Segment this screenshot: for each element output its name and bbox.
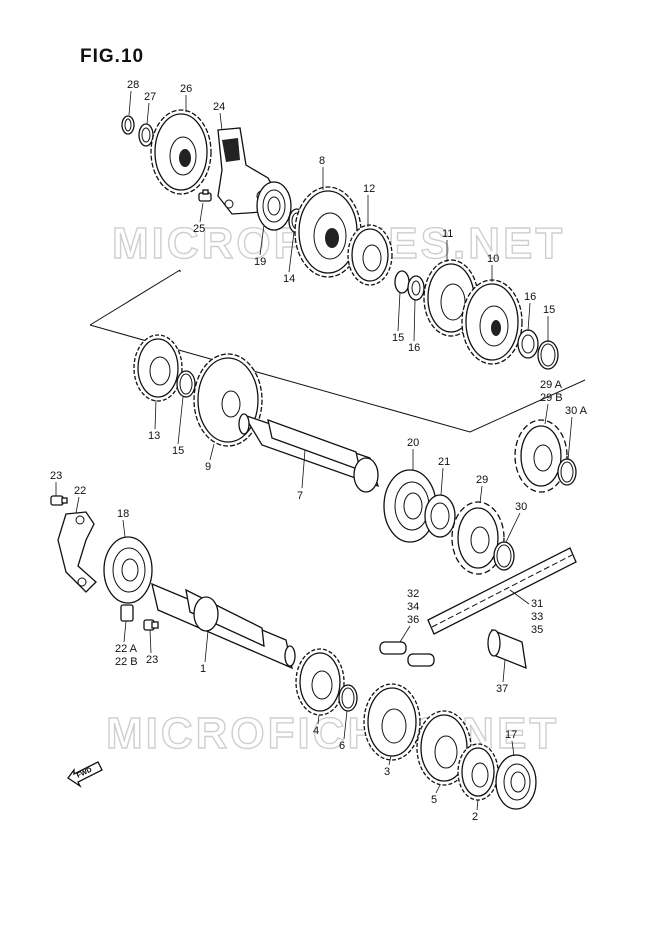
callout-21: 21 bbox=[438, 456, 450, 468]
callout-2: 2 bbox=[472, 811, 478, 823]
callout-34: 34 bbox=[407, 601, 419, 613]
figure-title: FIG.10 bbox=[80, 46, 145, 67]
master-link-32-34-36 bbox=[379, 641, 435, 667]
callout-15c: 15 bbox=[172, 445, 184, 457]
countershaft-7 bbox=[238, 413, 379, 493]
bearing-17 bbox=[495, 754, 537, 810]
circlip-30 bbox=[493, 541, 515, 571]
callout-25: 25 bbox=[193, 223, 205, 235]
gear-3 bbox=[363, 683, 421, 761]
gear-26 bbox=[150, 109, 212, 195]
gear-8 bbox=[294, 186, 362, 278]
bolt-23-lower bbox=[143, 619, 159, 631]
gear-9 bbox=[193, 353, 263, 447]
callout-32: 32 bbox=[407, 588, 419, 600]
callout-26: 26 bbox=[180, 83, 192, 95]
callout-29: 29 bbox=[476, 474, 488, 486]
bearing-18 bbox=[103, 536, 153, 604]
callout-23a: 23 bbox=[50, 470, 62, 482]
callout-10: 10 bbox=[487, 253, 499, 265]
callout-15b: 15 bbox=[392, 332, 404, 344]
callout-20: 20 bbox=[407, 437, 419, 449]
fwd-arrow-icon: FWD bbox=[67, 761, 103, 788]
callout-11: 11 bbox=[442, 228, 453, 240]
oil-seal-21 bbox=[424, 494, 456, 538]
callout-33: 33 bbox=[531, 611, 543, 623]
callout-labels: 28 27 26 24 25 19 14 8 12 11 10 16 15 15… bbox=[50, 79, 588, 823]
callout-22: 22 bbox=[74, 485, 86, 497]
callout-6: 6 bbox=[339, 740, 345, 752]
lock-washer-22a-22b bbox=[120, 604, 134, 622]
bolt-25 bbox=[198, 189, 212, 202]
gear-4 bbox=[295, 648, 345, 716]
callout-37: 37 bbox=[496, 683, 508, 695]
callout-9: 9 bbox=[205, 461, 211, 473]
callout-12: 12 bbox=[363, 183, 375, 195]
callout-27: 27 bbox=[144, 91, 156, 103]
spacer-37 bbox=[487, 628, 527, 670]
washer-16-right bbox=[517, 329, 539, 359]
circlip-15-right bbox=[537, 340, 559, 370]
sprocket-29a-29b bbox=[514, 419, 568, 493]
circlip-15-mid bbox=[176, 370, 196, 398]
callout-18: 18 bbox=[117, 508, 129, 520]
callout-35: 35 bbox=[531, 624, 543, 636]
circlip-28 bbox=[121, 115, 135, 135]
washer-16-upper bbox=[407, 275, 425, 301]
callout-13: 13 bbox=[148, 430, 160, 442]
callout-8: 8 bbox=[319, 155, 325, 167]
washer-27 bbox=[138, 123, 154, 147]
gear-12 bbox=[347, 224, 393, 286]
gear-10 bbox=[461, 279, 523, 365]
circlip-6 bbox=[338, 684, 358, 712]
callout-30: 30 bbox=[515, 501, 527, 513]
callout-22a: 22 A bbox=[115, 643, 138, 655]
callout-29a: 29 A bbox=[540, 379, 563, 391]
callout-29b: 29 B bbox=[540, 392, 563, 404]
callout-3: 3 bbox=[384, 766, 390, 778]
callout-23b: 23 bbox=[146, 654, 158, 666]
callout-24: 24 bbox=[213, 101, 225, 113]
bolt-23-upper bbox=[50, 495, 68, 506]
callout-22b: 22 B bbox=[115, 656, 138, 668]
callout-19: 19 bbox=[254, 256, 266, 268]
callout-36: 36 bbox=[407, 614, 419, 626]
callout-7: 7 bbox=[297, 490, 303, 502]
callout-4: 4 bbox=[313, 725, 319, 737]
callout-5: 5 bbox=[431, 794, 437, 806]
callout-14: 14 bbox=[283, 273, 295, 285]
callout-30a: 30 A bbox=[565, 405, 588, 417]
callout-15a: 15 bbox=[543, 304, 555, 316]
circlip-15-upper bbox=[394, 270, 410, 294]
callout-16b: 16 bbox=[408, 342, 420, 354]
gear-5 bbox=[416, 710, 472, 786]
callout-31: 31 bbox=[531, 598, 543, 610]
callout-16a: 16 bbox=[524, 291, 536, 303]
sprocket-29 bbox=[451, 501, 505, 575]
retainer-22 bbox=[57, 511, 97, 593]
gear-13 bbox=[133, 334, 183, 402]
bearing-19 bbox=[256, 181, 292, 231]
leader-lines bbox=[55, 90, 573, 811]
circlip-30a bbox=[557, 458, 577, 486]
drive-chain-31 bbox=[427, 547, 577, 635]
callout-1: 1 bbox=[200, 663, 206, 675]
gear-2 bbox=[457, 743, 499, 801]
callout-17: 17 bbox=[505, 729, 517, 741]
main-shaft-1 bbox=[151, 582, 296, 670]
callout-28: 28 bbox=[127, 79, 139, 91]
